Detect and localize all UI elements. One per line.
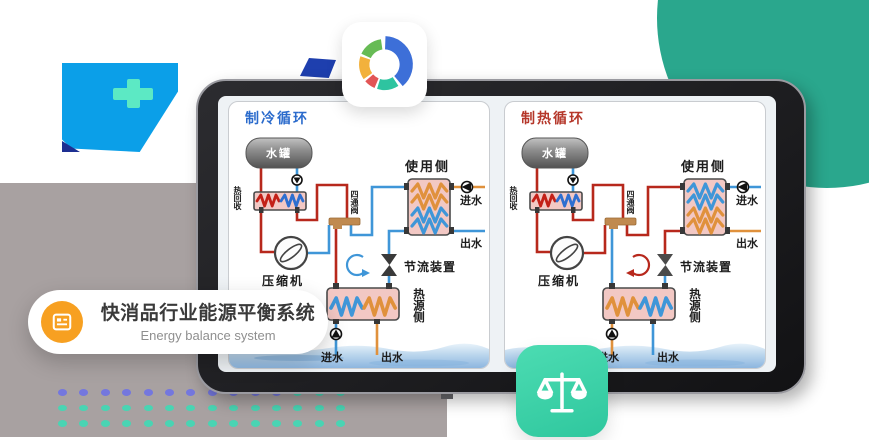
four-way-valve-label: 四通阀 [350, 190, 359, 214]
heat-source-exchanger [326, 283, 400, 324]
dot-grid [58, 389, 358, 435]
balance-scale-icon [536, 372, 588, 413]
dot [122, 420, 132, 427]
water-in-label: 进水 [321, 352, 343, 364]
dot [207, 404, 217, 411]
water-tank-label: 水罐 [542, 147, 568, 160]
dot [272, 420, 281, 427]
dot [336, 404, 346, 411]
dot [58, 404, 67, 411]
dot [229, 420, 239, 427]
dot [143, 420, 153, 427]
heat-source-label: 热源侧 [412, 288, 424, 323]
dot [186, 420, 196, 427]
water-in-label: 进水 [460, 195, 482, 207]
dot [293, 420, 303, 427]
dot [79, 404, 89, 411]
dot [314, 420, 324, 427]
water-in-label: 进水 [736, 195, 758, 207]
navy-quad-accent [300, 58, 336, 78]
dot [79, 420, 89, 427]
balance-scale-app-icon[interactable] [516, 345, 608, 437]
panel-title: 制热循环 [521, 110, 585, 126]
navy-triangle-accent [62, 141, 80, 152]
pump-icon [736, 180, 750, 194]
badge-title: 快消品行业能源平衡系统 [100, 303, 316, 324]
dot [79, 389, 89, 396]
heat-recovery-label: 热回收 [509, 186, 518, 210]
donut-chart-icon [359, 36, 413, 90]
dot [272, 404, 281, 411]
pump-icon [460, 180, 474, 194]
dot [165, 404, 174, 411]
medical-cross-icon [127, 79, 140, 108]
usage-side-exchanger [404, 178, 454, 236]
dot [100, 389, 110, 396]
water-out-label: 出水 [657, 352, 679, 364]
dot [58, 420, 67, 427]
diagram-panel-heating: 制热循环 水罐 热回收 四通阀 使用侧 进水 出水 压缩机 节流装置 热源侧 进… [504, 101, 766, 369]
water-out-label: 出水 [381, 352, 403, 364]
compressor-label: 压缩机 [262, 274, 305, 288]
water-tank [245, 137, 313, 169]
throttle-valve-icon [381, 254, 397, 276]
throttle-label: 节流装置 [404, 260, 457, 274]
dot [314, 404, 324, 411]
dot [58, 389, 67, 396]
throttle-valve-icon [657, 254, 673, 276]
dot [100, 404, 110, 411]
dot [207, 420, 217, 427]
dot [250, 404, 260, 411]
usage-side-label: 使用侧 [405, 159, 451, 174]
dot [165, 389, 174, 396]
four-way-valve [328, 217, 361, 229]
pump-icon [329, 327, 343, 341]
dot [122, 404, 132, 411]
four-way-valve-label: 四通阀 [626, 190, 635, 214]
donut-chart-app-icon[interactable] [342, 22, 427, 107]
dot [143, 404, 153, 411]
water-out-label: 出水 [736, 238, 758, 250]
heat-recovery-label: 热回收 [233, 186, 242, 210]
dot [336, 420, 346, 427]
pump-icon [567, 174, 579, 186]
dot [100, 420, 110, 427]
dot [122, 389, 132, 396]
throttle-label: 节流装置 [680, 260, 733, 274]
usage-side-exchanger [680, 178, 730, 236]
badge-subtitle: Energy balance system [140, 328, 276, 343]
dot [293, 404, 303, 411]
water-out-label: 出水 [460, 238, 482, 250]
compressor-icon [273, 235, 309, 271]
dot [165, 420, 174, 427]
compressor-icon [549, 235, 585, 271]
dot [250, 420, 260, 427]
heat-recovery-exchanger [253, 191, 307, 213]
cooling-cycle-diagram [229, 137, 489, 368]
four-way-valve [604, 217, 637, 229]
pump-icon [291, 174, 303, 186]
blue-shape-decoration [62, 63, 178, 152]
system-name-badge[interactable]: 快消品行业能源平衡系统 Energy balance system [28, 290, 328, 354]
dot [186, 389, 196, 396]
compressor-label: 压缩机 [538, 274, 581, 288]
heat-recovery-exchanger [529, 191, 583, 213]
document-icon [41, 301, 83, 343]
dot [186, 404, 196, 411]
water-surface [229, 343, 489, 368]
panel-title: 制冷循环 [245, 110, 309, 126]
water-tank [521, 137, 589, 169]
pump-icon [605, 327, 619, 341]
usage-side-label: 使用侧 [681, 159, 727, 174]
heat-source-exchanger [602, 283, 676, 324]
water-tank-label: 水罐 [266, 147, 292, 160]
heat-source-label: 热源侧 [688, 288, 700, 323]
dot [143, 389, 153, 396]
heating-cycle-diagram [505, 137, 765, 368]
dot [229, 404, 239, 411]
dot [207, 389, 217, 396]
